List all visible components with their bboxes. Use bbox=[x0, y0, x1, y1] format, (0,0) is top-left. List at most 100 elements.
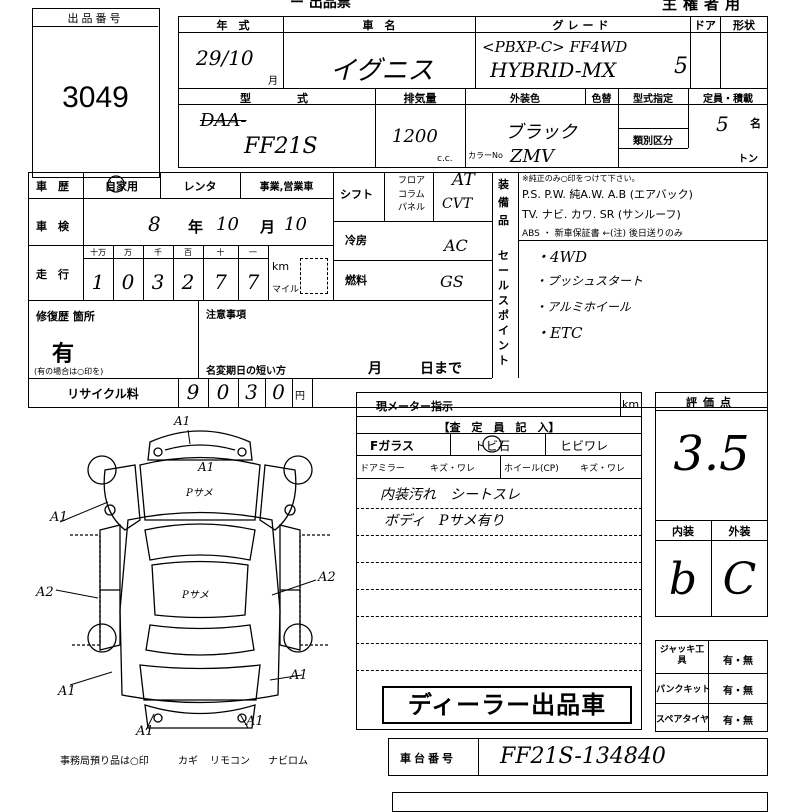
shift-option-floor[interactable]: フロア bbox=[398, 176, 426, 186]
dealer-stamp: ディーラー出品車 bbox=[382, 686, 632, 724]
shift-value: AT bbox=[452, 170, 475, 190]
mileage-unit-1k: 千 bbox=[154, 248, 162, 257]
repair-label: 修復歴 箇所 bbox=[36, 310, 95, 323]
lot-number-label: 出品番号 bbox=[67, 12, 124, 25]
mileage-digit: 3 bbox=[151, 270, 165, 294]
vin-label: 車台番号 bbox=[400, 752, 456, 765]
cc-unit: c.c. bbox=[437, 154, 453, 164]
exterior-value: C bbox=[722, 554, 757, 605]
equipment-note: ※純正のみ○印をつけて下さい。 bbox=[522, 174, 640, 183]
mirror-label: ドアミラー bbox=[360, 464, 405, 474]
shift-option-panel[interactable]: パネル bbox=[398, 203, 426, 213]
condition-block bbox=[28, 172, 768, 408]
wheel-options: キズ・ワレ bbox=[580, 464, 626, 474]
mileage-unit-100: 百 bbox=[184, 248, 192, 257]
mileage-unit-100k: 十万 bbox=[90, 248, 106, 257]
extra-box bbox=[392, 792, 768, 812]
vehicle-info-block bbox=[178, 16, 768, 168]
grade-line2: HYBRID-MX bbox=[490, 58, 617, 82]
inspection-month-value: 10 bbox=[216, 214, 239, 235]
exterior-label: 外装 bbox=[728, 525, 751, 538]
recycle-label: リサイクル料 bbox=[67, 387, 139, 401]
meter-unit: km bbox=[622, 398, 640, 411]
sales-point-item: ・ETC bbox=[535, 324, 583, 342]
notes-label: 注意事項 bbox=[206, 310, 246, 321]
lot-number-box: 出品番号 3049 bbox=[32, 8, 160, 178]
damage-mark: A1 bbox=[174, 414, 191, 428]
damage-mark: A1 bbox=[198, 460, 215, 474]
exterior-color-value: ブラック bbox=[505, 122, 577, 143]
ton-unit: トン bbox=[738, 154, 758, 165]
inspector-comment: ボディ Pサメ有り bbox=[384, 513, 505, 529]
history-option-rental[interactable]: レンタ bbox=[183, 180, 217, 193]
capacity-unit: 名 bbox=[750, 117, 761, 130]
repaint-label: 色替 bbox=[591, 94, 612, 105]
vin-value: FF21S-134840 bbox=[500, 744, 666, 769]
mileage-digit: 7 bbox=[214, 270, 227, 294]
displacement-value: 1200 bbox=[392, 126, 438, 147]
sales-point-item: ・4WD bbox=[535, 248, 587, 266]
equipment-label: 装備品 bbox=[498, 178, 509, 227]
sales-point-label: セールスポイント bbox=[498, 249, 509, 367]
mileage-label: 走 行 bbox=[36, 268, 69, 281]
km-mile-box bbox=[300, 258, 328, 294]
accessory-jack-value: 有・無 bbox=[723, 656, 753, 667]
color-no-label: カラーNo bbox=[468, 151, 503, 160]
name-change-month: 月 bbox=[368, 361, 382, 377]
car-diagram bbox=[55, 429, 330, 731]
sales-point-item: ・プッシュスタート bbox=[535, 274, 644, 288]
mileage-digit: 2 bbox=[181, 270, 195, 294]
equipment-line2: TV. ナビ. カワ. SR (サンルーフ) bbox=[522, 208, 681, 221]
inspection-year-unit: 年 bbox=[188, 218, 204, 236]
shift-option-column[interactable]: コラム bbox=[398, 190, 425, 200]
equipment-line3: ABS ・ 新車保証書 ←(注) 後日送りのみ bbox=[522, 229, 683, 239]
recycle-digit: 9 bbox=[186, 380, 200, 404]
name-change-label: 名変期日の短い方 bbox=[206, 366, 286, 377]
crack-label: ヒビワレ bbox=[560, 439, 609, 453]
fuel-label: 燃料 bbox=[345, 274, 367, 287]
door-label: ドア bbox=[694, 19, 716, 32]
mileage-unit-10: 十 bbox=[216, 248, 225, 257]
damage-mark: A1 bbox=[136, 724, 154, 739]
interior-label: 内装 bbox=[672, 525, 694, 538]
class-label: 類別区分 bbox=[633, 136, 673, 147]
inspection-year-value: 8 bbox=[148, 212, 161, 236]
recycle-digit: 0 bbox=[272, 380, 285, 404]
year-value: 29/10 bbox=[196, 46, 254, 70]
type-spec-label: 型式指定 bbox=[633, 94, 673, 105]
interior-value: b bbox=[668, 554, 698, 605]
damage-note: Pサメ bbox=[186, 488, 213, 499]
grade-line1: <PBXP-C> FF4WD bbox=[482, 38, 628, 56]
displacement-label: 排気量 bbox=[403, 92, 437, 105]
accessory-jack-label: ジャッキ工具 bbox=[659, 645, 705, 666]
damage-mark: A2 bbox=[318, 570, 336, 585]
recycle-digit: 0 bbox=[216, 380, 230, 404]
history-option-commercial[interactable]: 事業,営業車 bbox=[259, 182, 314, 193]
fglass-label: Fガラス bbox=[370, 439, 414, 453]
history-option-private[interactable]: 自家用 bbox=[105, 180, 138, 193]
form-title: ー 出品票 bbox=[290, 0, 351, 11]
equipment-line1: P.S. P.W. 純A.W. A.B (エアバック) bbox=[522, 188, 693, 201]
year-month-suffix: 月 bbox=[268, 76, 278, 87]
office-item-navrom: ナビロム bbox=[268, 756, 308, 767]
score-value: 3.5 bbox=[673, 426, 750, 482]
recycle-unit: 円 bbox=[295, 391, 305, 402]
history-label: 車 歴 bbox=[36, 180, 69, 193]
accessory-puncture-value: 有・無 bbox=[723, 686, 753, 697]
accessory-puncture-label: パンクキット bbox=[656, 685, 711, 695]
mirror-options: キズ・ワレ bbox=[430, 464, 476, 474]
office-item-remote: リモコン bbox=[210, 756, 250, 767]
inspection-day-value: 10 bbox=[284, 214, 307, 235]
sales-point-item: ・アルミホイール bbox=[535, 300, 631, 314]
inspector-box bbox=[356, 392, 642, 730]
inspection-label: 車 検 bbox=[36, 220, 69, 233]
model-label: 型 式 bbox=[240, 92, 316, 105]
lot-number: 3049 bbox=[62, 81, 129, 114]
damage-note: Pサメ bbox=[182, 590, 209, 601]
accessory-spare-label: スペアタイヤ bbox=[656, 715, 710, 725]
shape-label: 形状 bbox=[733, 19, 755, 32]
shift-label: シフト bbox=[340, 188, 373, 201]
inspector-comment: 内装汚れ シートスレ bbox=[380, 487, 520, 503]
shift-cvt: CVT bbox=[442, 196, 473, 212]
office-note: 事務局預り品は○印 bbox=[60, 756, 149, 767]
